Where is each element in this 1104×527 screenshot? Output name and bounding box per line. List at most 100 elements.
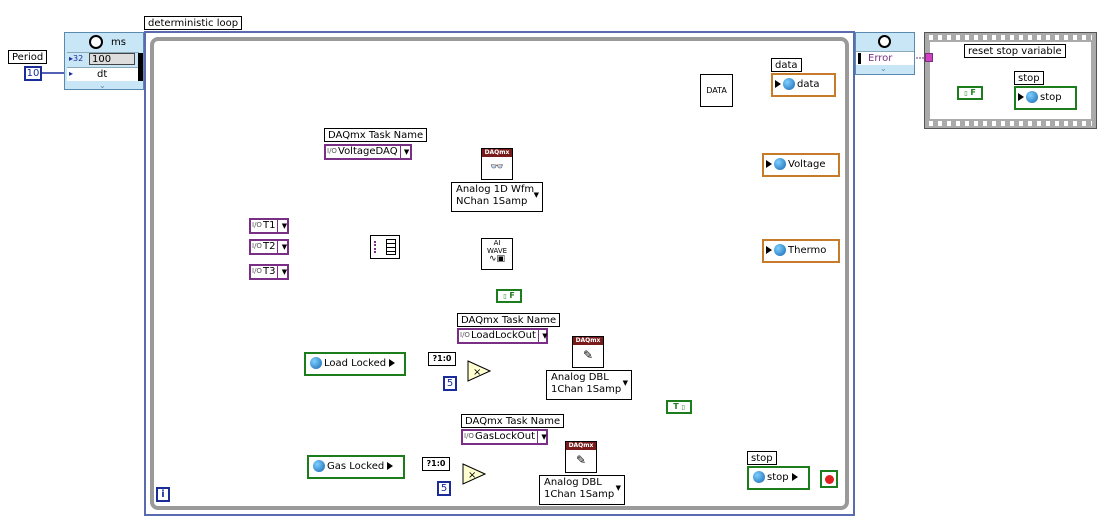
- gaslock-task-control[interactable]: I/OGasLockOut▼: [461, 429, 548, 445]
- daqmx-read-vi[interactable]: DAQmx 👓: [481, 148, 513, 180]
- loadlock-task-name: LoadLockOut: [471, 330, 536, 341]
- thermo-channel-3[interactable]: I/OT3▼: [249, 264, 289, 280]
- loadlock-var-name: Load Locked: [324, 358, 387, 369]
- loadlock-task-control[interactable]: I/OLoadLockOut▼: [457, 328, 548, 344]
- voltage-poly-line2: NChan 1Samp: [456, 196, 528, 207]
- voltage-poly-line1: Analog 1D Wfm: [456, 184, 535, 195]
- period-label: Period: [8, 50, 48, 64]
- network-globe-icon: [313, 460, 325, 472]
- reset-bool-value: F: [970, 88, 976, 97]
- thermo-bool-constant[interactable]: ▯ F: [496, 289, 522, 303]
- thermo-bool-value: F: [509, 291, 515, 300]
- wait-output-label: dt: [97, 69, 108, 80]
- data-constant: DATA: [700, 74, 733, 107]
- clock-icon: [89, 35, 103, 49]
- dropdown-arrow-icon[interactable]: ▼: [277, 220, 290, 232]
- io-icon: I/O: [464, 432, 474, 440]
- error-in-terminal: [925, 53, 933, 62]
- dropdown-arrow-icon[interactable]: ▼: [277, 241, 290, 253]
- wait-value[interactable]: 100: [89, 53, 135, 65]
- gaslock-shared-variable[interactable]: Gas Locked: [307, 455, 405, 479]
- daqmx-write-vi-1[interactable]: DAQmx ✎: [572, 336, 604, 368]
- thermo-shared-variable[interactable]: Thermo: [762, 239, 840, 263]
- voltage-task-label: DAQmx Task Name: [324, 128, 428, 142]
- iteration-terminal: i: [156, 487, 170, 502]
- dropdown-arrow-icon[interactable]: ▼: [537, 330, 551, 342]
- loop-stop-terminal[interactable]: [820, 470, 838, 488]
- period-control[interactable]: 10: [24, 66, 42, 81]
- read-glasses-icon: 👓: [490, 160, 504, 173]
- loadlock-shared-variable[interactable]: Load Locked: [304, 352, 406, 376]
- stop-var-name: stop: [767, 472, 789, 483]
- reset-sequence-frame[interactable]: [924, 32, 1097, 129]
- ai-wave-vi[interactable]: AI WAVE ∿▣: [481, 238, 513, 270]
- i32-icon: ▸32: [69, 54, 84, 63]
- dropdown-arrow-icon: ▼: [533, 191, 539, 199]
- bool-icon: ▯: [681, 404, 685, 411]
- wait-ms-node[interactable]: ms ▸32 100 ▸ dt ⌄: [64, 32, 144, 90]
- data-shared-variable[interactable]: data: [771, 73, 836, 97]
- thermo-var-name: Thermo: [788, 245, 827, 256]
- loadlock-task-label: DAQmx Task Name: [457, 313, 561, 327]
- gaslock-task-name: GasLockOut: [475, 431, 536, 442]
- reset-stop-var-name: stop: [1040, 92, 1062, 103]
- gaslock-var-name: Gas Locked: [327, 461, 385, 472]
- gaslock-poly-line2: 1Chan 1Samp: [544, 489, 615, 500]
- loadlock-const[interactable]: 5: [443, 376, 457, 391]
- t3-name: T3: [263, 266, 276, 277]
- build-array-node[interactable]: [370, 235, 400, 259]
- io-icon: I/O: [252, 242, 262, 250]
- gaslock-poly-line1: Analog DBL: [544, 477, 602, 488]
- dropdown-arrow-icon[interactable]: ▼: [399, 146, 413, 158]
- input-arrow-icon: [775, 80, 781, 88]
- loadlock-poly-selector[interactable]: Analog DBL 1Chan 1Samp ▼: [546, 370, 632, 400]
- stop-shared-variable[interactable]: stop: [747, 466, 810, 490]
- gaslock-bool-to-num[interactable]: ?1:0: [422, 457, 450, 471]
- gaslock-task-label: DAQmx Task Name: [461, 414, 565, 428]
- waveform-icon: ∿▣: [488, 254, 506, 264]
- gaslock-poly-selector[interactable]: Analog DBL 1Chan 1Samp ▼: [539, 475, 625, 505]
- reset-bool-constant[interactable]: ▯ F: [957, 86, 983, 100]
- network-globe-icon: [753, 471, 765, 483]
- network-globe-icon: [1026, 91, 1038, 103]
- film-holes-top: [929, 35, 1092, 40]
- bool-icon: ▯: [964, 90, 968, 97]
- dropdown-arrow-icon: ▼: [622, 379, 628, 387]
- thermo-channel-1[interactable]: I/OT1▼: [249, 218, 289, 234]
- loadlock-multiply-icon[interactable]: ×: [467, 360, 491, 382]
- dropdown-arrow-icon[interactable]: ▼: [277, 266, 290, 278]
- daqmx-write-vi-2[interactable]: DAQmx ✎: [565, 441, 597, 473]
- t2-name: T2: [263, 241, 276, 252]
- input-arrow-icon: [766, 246, 772, 254]
- error-row: Error: [856, 51, 914, 65]
- expand-chevron-icon[interactable]: ⌄: [880, 64, 887, 73]
- true-constant[interactable]: T ▯: [666, 400, 692, 414]
- arrow-in-icon: ▸: [69, 69, 74, 78]
- dropdown-arrow-icon[interactable]: ▼: [537, 431, 550, 443]
- reset-stop-label: stop: [1014, 71, 1044, 85]
- voltage-poly-selector[interactable]: Analog 1D Wfm NChan 1Samp ▼: [451, 182, 543, 212]
- wait-output-row: ▸ dt: [67, 67, 139, 81]
- reset-stop-variable[interactable]: stop: [1014, 86, 1077, 110]
- t1-name: T1: [263, 220, 276, 231]
- stop-sign-icon: [825, 475, 834, 484]
- stop-var-label: stop: [747, 451, 777, 465]
- wait-input-row: ▸32 100: [67, 52, 139, 66]
- wait-unit: ms: [111, 37, 126, 48]
- voltage-task-name: VoltageDAQ: [338, 146, 398, 157]
- thermo-channel-2[interactable]: I/OT2▼: [249, 239, 289, 255]
- expand-chevron-icon[interactable]: ⌄: [99, 81, 106, 90]
- error-timing-node[interactable]: Error ⌄: [855, 32, 915, 75]
- voltage-shared-variable[interactable]: Voltage: [762, 153, 840, 177]
- loadlock-poly-line2: 1Chan 1Samp: [551, 384, 622, 395]
- io-icon: I/O: [460, 331, 470, 339]
- voltage-var-name: Voltage: [788, 159, 826, 170]
- error-bar-icon: [858, 53, 861, 64]
- gaslock-multiply-icon[interactable]: ×: [462, 463, 486, 485]
- array-grid-icon: [386, 239, 396, 255]
- gaslock-const[interactable]: 5: [437, 481, 451, 496]
- loadlock-bool-to-num[interactable]: ?1:0: [428, 352, 456, 366]
- daqmx-header: DAQmx: [566, 442, 596, 450]
- voltage-task-control[interactable]: I/OVoltageDAQ▼: [324, 144, 412, 160]
- wait-side-bar: [138, 53, 143, 81]
